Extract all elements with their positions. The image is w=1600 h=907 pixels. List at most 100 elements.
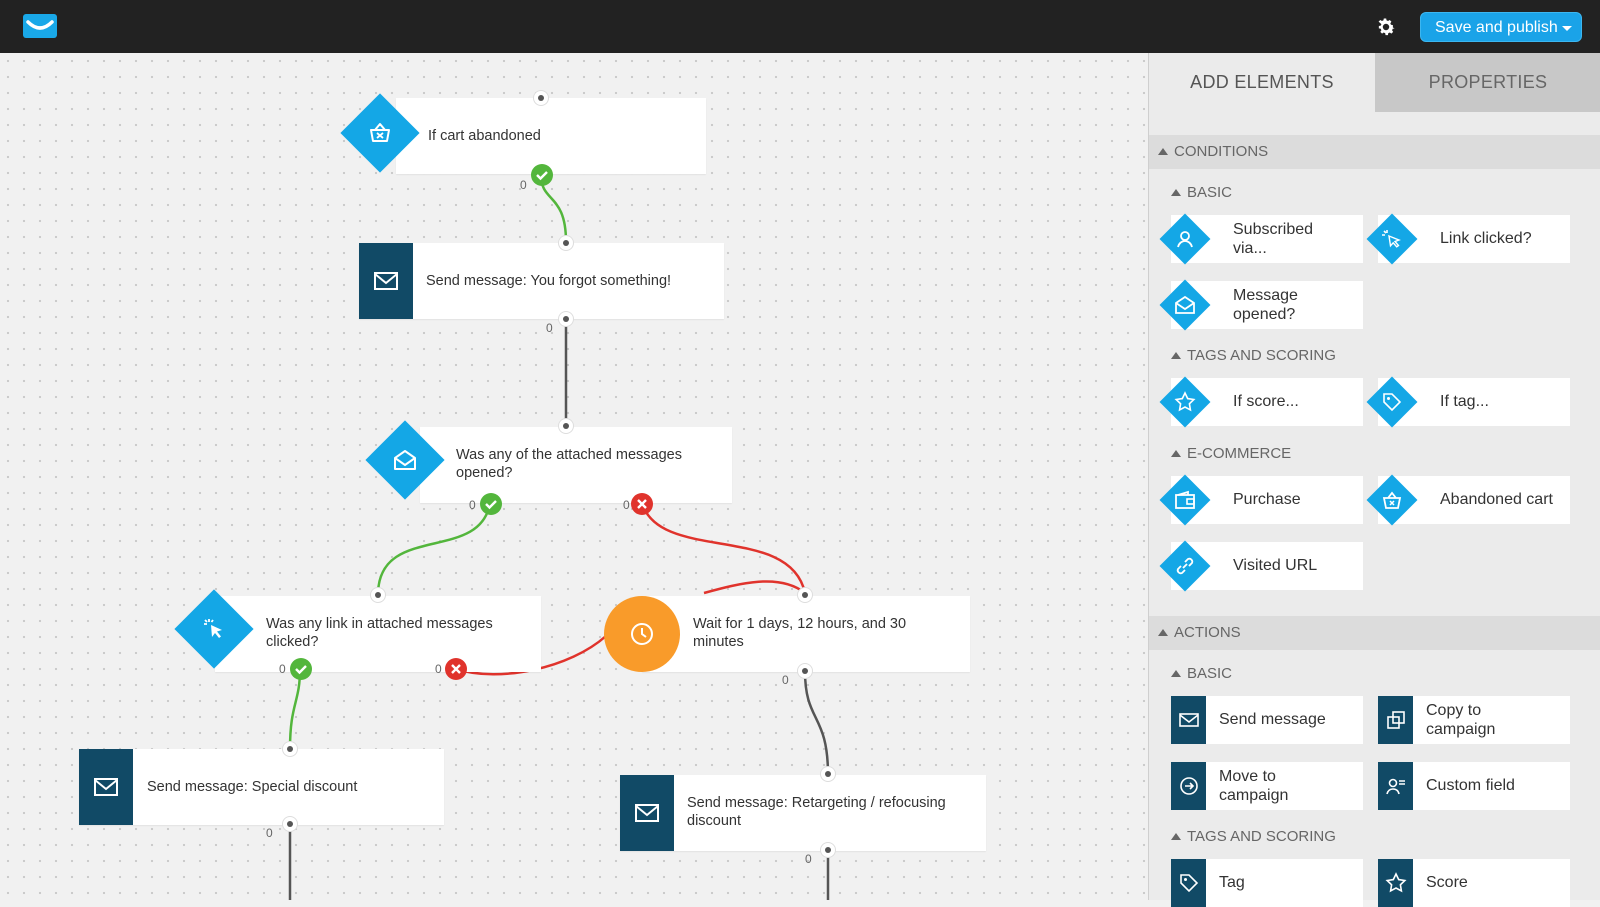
node-label: Send message: You forgot something!: [426, 273, 672, 289]
element-label: Abandoned cart: [1440, 491, 1553, 508]
element-abandoned-cart[interactable]: Abandoned cart: [1366, 474, 1570, 526]
getresponse-logo-icon[interactable]: [22, 13, 58, 39]
no-cross-icon[interactable]: [631, 493, 653, 515]
no-cross-icon[interactable]: [445, 658, 467, 680]
user-icon: [1177, 231, 1193, 248]
element-label: Score: [1426, 874, 1468, 891]
collapse-triangle-icon: [1158, 148, 1168, 155]
element-label: Copy to campaign: [1426, 702, 1496, 738]
counter: 0: [469, 498, 476, 512]
input-port[interactable]: [371, 588, 385, 602]
element-if-tag[interactable]: If tag...: [1366, 376, 1570, 428]
node-wait[interactable]: Wait for 1 days, 12 hours, and 30 minute…: [642, 596, 970, 672]
element-custom-field[interactable]: Custom field: [1378, 762, 1570, 810]
node-label: If cart abandoned: [428, 128, 541, 144]
collapse-triangle-icon: [1171, 670, 1181, 677]
envelope-icon: [635, 804, 659, 822]
yes-check-icon[interactable]: [531, 164, 553, 186]
basket-icon: [1382, 491, 1402, 509]
input-port[interactable]: [821, 767, 835, 781]
element-square: [1378, 859, 1413, 907]
element-label: Move to campaign: [1219, 768, 1289, 804]
element-label: Send message: [1219, 711, 1326, 728]
element-square: [1171, 696, 1206, 744]
section-title: ACTIONS: [1174, 624, 1241, 641]
element-move-to-campaign[interactable]: Move to campaign: [1171, 762, 1363, 810]
action-square[interactable]: [79, 749, 133, 825]
subsection-tags-and-scoring-actions[interactable]: TAGS AND SCORING: [1171, 828, 1336, 845]
input-port[interactable]: [283, 742, 297, 756]
node-send-message-special[interactable]: Send message: Special discount: [79, 749, 444, 825]
link-opened-clicked: [376, 502, 492, 594]
action-square[interactable]: [620, 775, 674, 851]
user-field-icon: [1386, 778, 1405, 795]
tab-properties[interactable]: PROPERTIES: [1375, 53, 1600, 112]
element-label: Visited URL: [1233, 557, 1318, 574]
link-wait-in: [703, 580, 806, 595]
element-square: [1171, 859, 1206, 907]
element-link-clicked[interactable]: Link clicked?: [1366, 213, 1570, 265]
element-if-score[interactable]: If score...: [1159, 376, 1363, 428]
element-score[interactable]: Score: [1378, 859, 1570, 907]
yes-check-icon[interactable]: [480, 493, 502, 515]
counter: 0: [805, 852, 812, 866]
element-copy-to-campaign[interactable]: Copy to campaign: [1378, 696, 1570, 744]
node-if-cart-abandoned[interactable]: If cart abandoned: [396, 98, 706, 174]
subsection-title: E-COMMERCE: [1187, 445, 1292, 462]
element-purchase[interactable]: Purchase: [1159, 474, 1363, 526]
element-tag[interactable]: Tag: [1171, 859, 1363, 907]
element-square: [1378, 696, 1413, 744]
element-visited-url[interactable]: Visited URL: [1159, 540, 1363, 592]
element-label: Link clicked?: [1440, 230, 1532, 247]
envelope-open-icon: [394, 450, 416, 470]
output-port[interactable]: [821, 843, 835, 857]
input-port[interactable]: [798, 588, 812, 602]
output-port[interactable]: [559, 312, 573, 326]
workflow-canvas[interactable]: If cart abandoned 0 Send message: You fo…: [0, 53, 1148, 900]
envelope-icon: [374, 272, 398, 290]
cursor-click-icon: [204, 619, 222, 638]
node-send-message-forgot[interactable]: Send message: You forgot something!: [359, 243, 724, 319]
top-bar: Save and publish: [0, 0, 1600, 53]
input-port[interactable]: [559, 236, 573, 250]
tab-add-elements[interactable]: ADD ELEMENTS: [1149, 53, 1375, 112]
element-label: Subscribed via...: [1233, 221, 1314, 257]
yes-check-icon[interactable]: [290, 658, 312, 680]
section-actions[interactable]: ACTIONS: [1149, 616, 1600, 650]
node-message-opened[interactable]: Was any of the attached messages opened?: [420, 427, 732, 503]
subsection-e-commerce[interactable]: E-COMMERCE: [1171, 445, 1291, 462]
element-label: Custom field: [1426, 777, 1515, 794]
node-label: Was any of the attached messages opened?: [456, 447, 682, 481]
collapse-triangle-icon: [1171, 189, 1181, 196]
subsection-title: TAGS AND SCORING: [1187, 347, 1336, 364]
element-subscribed-via[interactable]: Subscribed via...: [1159, 213, 1363, 265]
subsection-basic[interactable]: BASIC: [1171, 184, 1232, 201]
element-label: Tag: [1219, 874, 1245, 891]
link-wait-msg3: [803, 670, 830, 776]
node-send-message-retargeting[interactable]: Send message: Retargeting / refocusing d…: [620, 775, 986, 851]
counter: 0: [435, 662, 442, 676]
output-port[interactable]: [283, 817, 297, 831]
save-and-publish-button[interactable]: Save and publish: [1420, 12, 1582, 42]
counter: 0: [520, 178, 527, 192]
input-port[interactable]: [559, 419, 573, 433]
subsection-title: BASIC: [1187, 665, 1233, 682]
action-square[interactable]: [359, 243, 413, 319]
subsection-basic-actions[interactable]: BASIC: [1171, 665, 1232, 682]
clock-icon: [631, 623, 653, 645]
section-title: CONDITIONS: [1174, 143, 1269, 160]
gear-icon[interactable]: [1375, 16, 1397, 38]
element-send-message[interactable]: Send message: [1171, 696, 1363, 744]
node-link-clicked[interactable]: Was any link in attached messages clicke…: [215, 596, 541, 672]
caret-down-icon[interactable]: [1562, 26, 1572, 31]
element-message-opened[interactable]: Message opened?: [1159, 279, 1363, 331]
counter: 0: [782, 673, 789, 687]
output-port[interactable]: [798, 664, 812, 678]
input-port[interactable]: [534, 91, 548, 105]
subsection-tags-and-scoring[interactable]: TAGS AND SCORING: [1171, 347, 1336, 364]
section-conditions[interactable]: CONDITIONS: [1149, 135, 1600, 169]
element-label: If score...: [1233, 393, 1299, 410]
collapse-triangle-icon: [1171, 833, 1181, 840]
collapse-triangle-icon: [1171, 352, 1181, 359]
copy-icon: [1387, 711, 1405, 729]
